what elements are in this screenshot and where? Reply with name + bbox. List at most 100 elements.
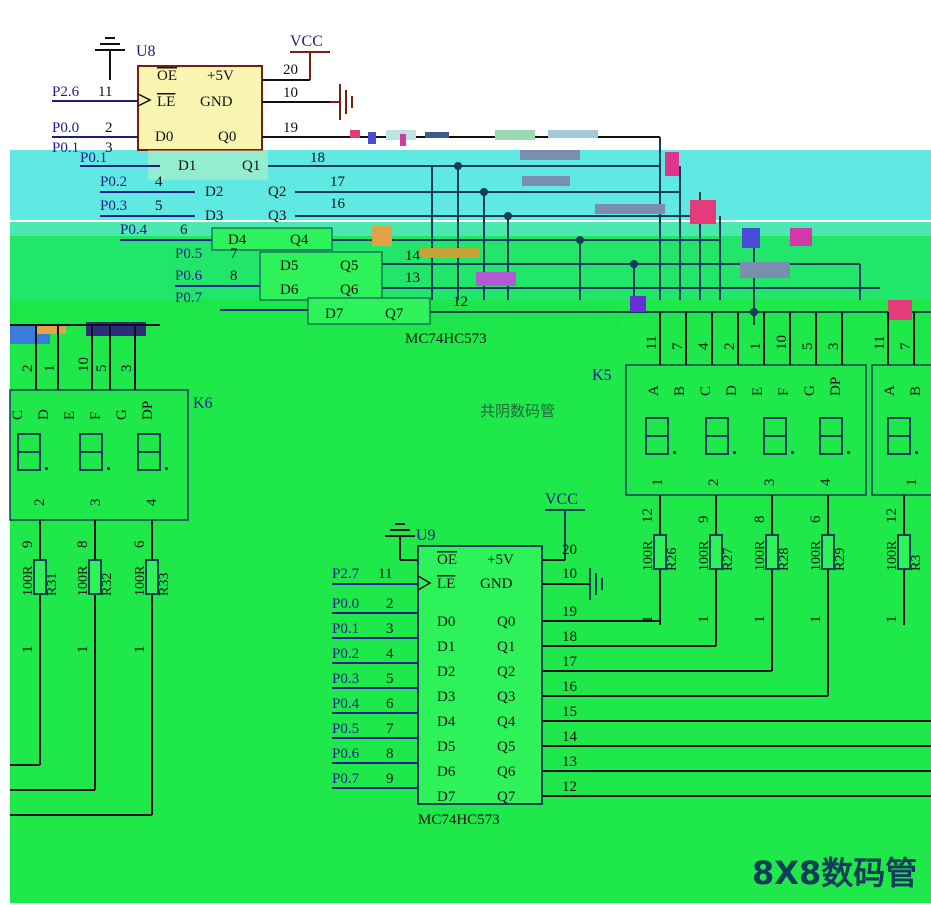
k5-segment-label: A — [646, 385, 662, 396]
left-resistor-value: 100R — [133, 565, 148, 596]
u9-q-pin: 17 — [562, 654, 578, 670]
right-resistor-pin-bot: 1 — [640, 616, 656, 624]
right-resistor-pin-top: 9 — [696, 516, 712, 524]
left-resistor-pin-bot: 1 — [132, 646, 148, 654]
left-resistor-value: 100R — [76, 565, 91, 596]
k5-digit — [763, 417, 794, 455]
u9-input-pin: 9 — [386, 771, 394, 787]
glitch-noise — [10, 130, 912, 344]
u9-d-label: D0 — [437, 614, 455, 630]
u9-d-label: D3 — [437, 689, 455, 705]
right-resistor-value: 100R — [697, 540, 712, 571]
svg-text:Q2: Q2 — [268, 184, 286, 200]
k6-segment-label: G — [114, 409, 130, 420]
svg-text:10: 10 — [283, 85, 298, 101]
u9-input-net: P0.6 — [332, 746, 360, 762]
right-resistor-pin-bot: 1 — [808, 616, 824, 624]
u9-input-net: P0.0 — [332, 596, 359, 612]
svg-text:P2.7: P2.7 — [332, 566, 360, 582]
k5-top-pin: 1 — [748, 343, 764, 351]
left-resistor-pin-top: 9 — [20, 541, 36, 549]
left-bus-lines — [10, 655, 153, 816]
left-resistor-ref: R33 — [157, 573, 172, 596]
svg-text:D6: D6 — [280, 282, 299, 298]
right-resistor-pin-top: 6 — [808, 515, 824, 523]
k5-digit — [645, 417, 676, 455]
left-resistor-ref: R31 — [45, 573, 60, 596]
k5-digit-pin: 1 — [650, 479, 666, 487]
u9-q-label: Q6 — [497, 764, 516, 780]
u9-q-pin: 12 — [562, 779, 577, 795]
u9-input-pin: 6 — [386, 696, 394, 712]
k5-digit-pin: 4 — [818, 478, 834, 486]
svg-text:17: 17 — [330, 174, 346, 190]
right-resistor-ref: R26 — [665, 548, 680, 571]
svg-text:7: 7 — [230, 246, 238, 262]
u9-d-label: D7 — [437, 789, 456, 805]
u9-q-label: Q4 — [497, 714, 516, 730]
right-resistor-pin-top: 12 — [640, 508, 656, 523]
k5-digit — [819, 417, 850, 455]
u8-5v-label: +5V — [207, 68, 234, 84]
page-title: 8X8数码管 — [752, 854, 917, 892]
svg-text:P0.7: P0.7 — [175, 290, 203, 306]
svg-text:P0.2: P0.2 — [100, 174, 127, 190]
svg-text:20: 20 — [283, 62, 298, 78]
svg-text:P0.4: P0.4 — [120, 222, 148, 238]
u8-ghost-rows: D1 Q1 P0.1 18 P0.2 4 D2 Q2 17 P0.3 5 D3 … — [80, 150, 931, 347]
k6-top-pin: 3 — [119, 365, 135, 373]
u9-d-label: D6 — [437, 764, 456, 780]
svg-text:Q7: Q7 — [385, 306, 404, 322]
k5b-top-pin: 11 — [872, 336, 888, 350]
u8-le-label: LE — [157, 94, 175, 110]
k6-digit-pin: 2 — [32, 499, 48, 507]
right-resistor-value: 100R — [641, 540, 656, 571]
u9-vcc: VCC — [545, 491, 578, 508]
k5-digit-pin: 3 — [762, 479, 778, 487]
k6-top-pin: 2 — [20, 365, 36, 373]
u9-input-net: P0.2 — [332, 646, 359, 662]
svg-text:13: 13 — [405, 270, 420, 286]
svg-text:Q4: Q4 — [290, 232, 309, 248]
left-resistor-pin-bot: 1 — [75, 646, 91, 654]
right-resistor-value: 100R — [885, 540, 900, 571]
u9-input-net: P0.3 — [332, 671, 359, 687]
k6-segment-label: F — [88, 412, 104, 420]
svg-text:Q1: Q1 — [242, 158, 260, 174]
k5-top-pin: 3 — [826, 343, 842, 351]
u9-q-pin: 19 — [562, 604, 577, 620]
right-resistor-ref: R3 — [909, 555, 924, 571]
u9-q-label: Q3 — [497, 689, 515, 705]
u8-latch: U8 OE +5V LE GND D0 Q0 VCC 20 10 P2.6 11… — [52, 33, 660, 156]
k5-top-pin: 4 — [696, 342, 712, 350]
u9-q-pin: 16 — [562, 679, 578, 695]
left-resistor-pin-bot: 1 — [20, 646, 36, 654]
svg-text:20: 20 — [562, 542, 577, 558]
svg-text:D2: D2 — [205, 184, 223, 200]
svg-text:P0.3: P0.3 — [100, 198, 127, 214]
k5-segment-label: D — [724, 385, 740, 396]
k6-top-pin: 10 — [76, 357, 92, 372]
right-resistor-ref: R27 — [721, 548, 736, 571]
k6-digit — [79, 433, 110, 471]
u8-q0-label: Q0 — [218, 129, 236, 145]
k6-segment-label: E — [62, 411, 78, 420]
svg-text:P0.5: P0.5 — [175, 246, 202, 262]
svg-text:14: 14 — [405, 248, 421, 264]
u9-le-label: LE — [437, 576, 455, 592]
u9-q-label: Q0 — [497, 614, 515, 630]
k5b-digit — [887, 417, 918, 455]
k5-ref: K5 — [592, 367, 612, 384]
svg-text:D3: D3 — [205, 208, 223, 224]
k5-segment-label: E — [750, 387, 766, 396]
u9-input-pin: 7 — [386, 721, 394, 737]
right-resistor-pin-top: 12 — [884, 508, 900, 523]
svg-text:D4: D4 — [228, 232, 247, 248]
u9-input-pin: 3 — [386, 621, 394, 637]
svg-text:P0.6: P0.6 — [175, 268, 203, 284]
right-resistor-pin-bot: 1 — [884, 616, 900, 624]
